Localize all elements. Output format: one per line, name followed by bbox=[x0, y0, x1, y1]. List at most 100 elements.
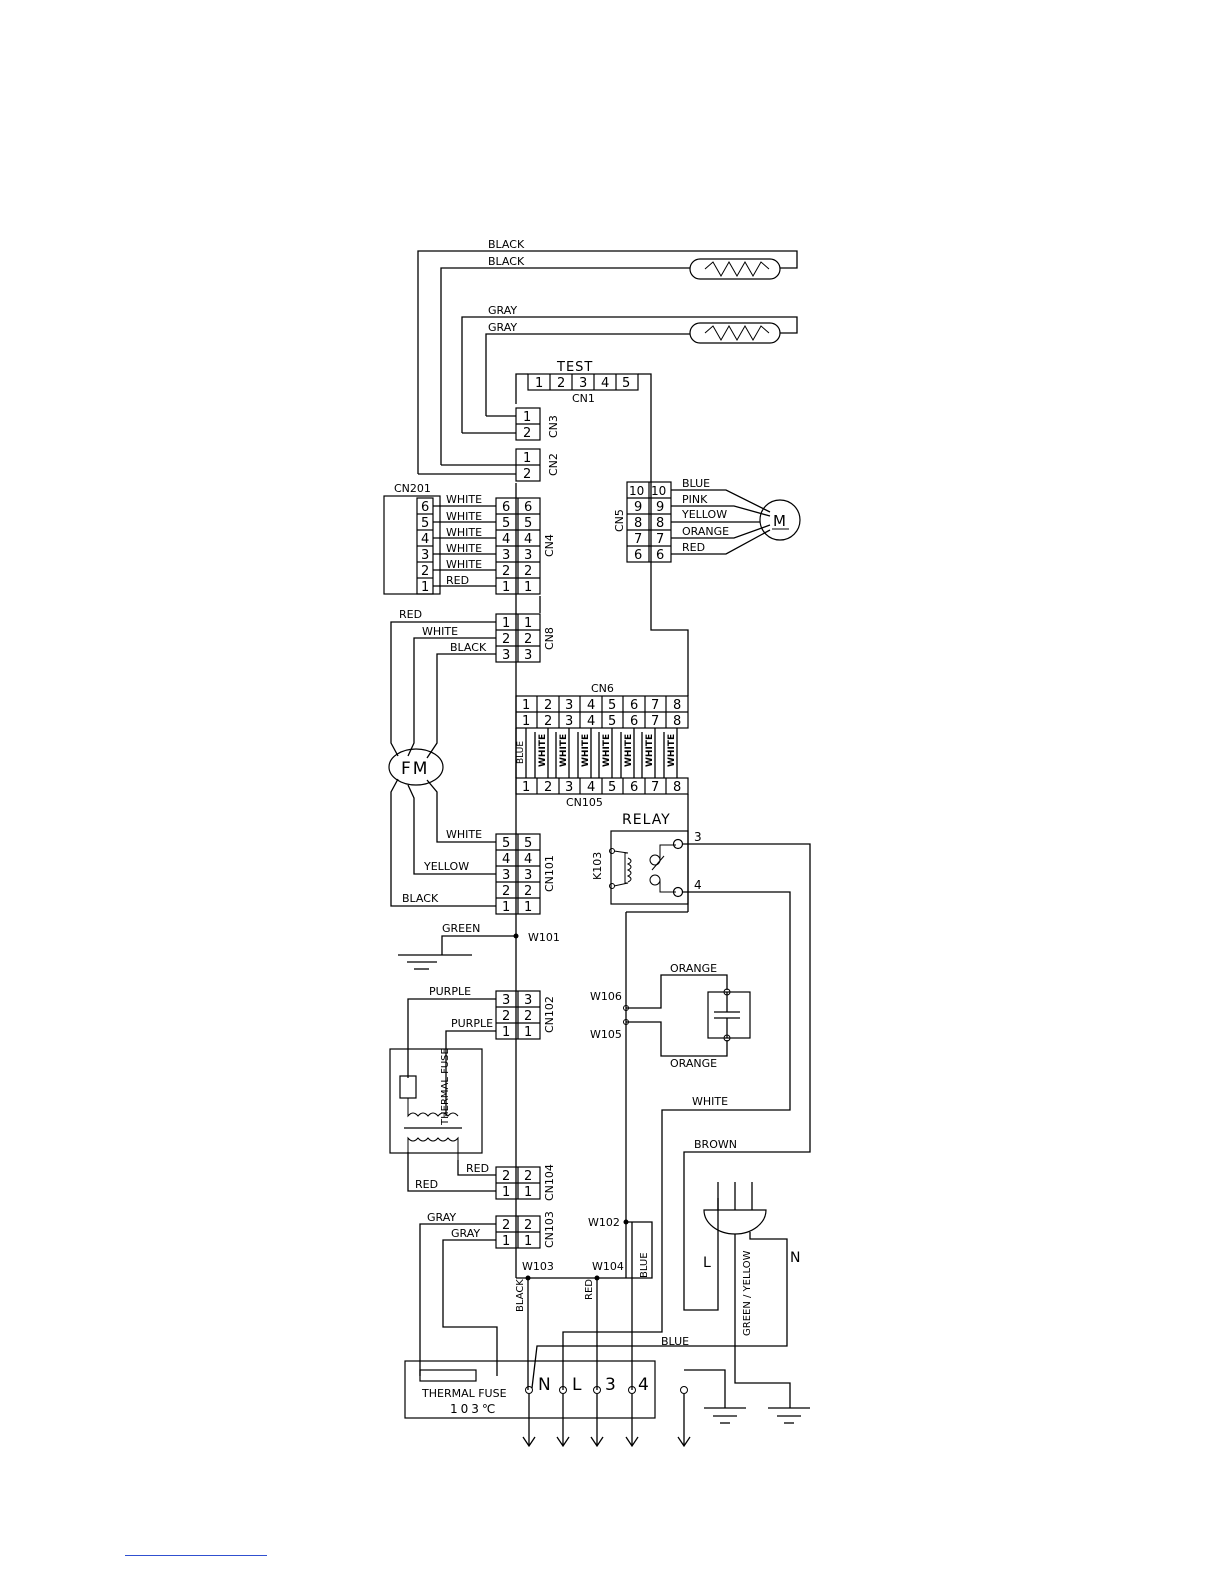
cn8-wire-3-label: BLACK bbox=[450, 641, 487, 654]
cn201-pin-4: 4 bbox=[421, 532, 429, 547]
cn6-wire-6-label: WHITE bbox=[624, 734, 634, 767]
connector-cn3: 1 2 bbox=[515, 407, 541, 441]
cn5-pin-9a: 9 bbox=[634, 500, 642, 515]
cn104-pin-2b: 2 bbox=[524, 1169, 532, 1184]
cn4-pin-5b: 5 bbox=[524, 516, 532, 531]
cn4-label: CN4 bbox=[543, 534, 556, 557]
cn102-pin-3b: 3 bbox=[524, 993, 532, 1008]
cn4-pin-3a: 3 bbox=[502, 548, 510, 563]
cn5-pin-10a: 10 bbox=[629, 484, 644, 498]
cn4-wire-5-label: WHITE bbox=[446, 510, 482, 523]
test-label: TEST bbox=[556, 360, 593, 375]
cn102-label: CN102 bbox=[543, 996, 556, 1033]
cn5-wire-9-label: PINK bbox=[682, 493, 708, 506]
cn6-wire-2-label: WHITE bbox=[538, 734, 548, 767]
ground-symbol-w101 bbox=[398, 933, 519, 970]
cn1-pin-1: 1 bbox=[535, 376, 543, 391]
cn5-pin-7b: 7 bbox=[656, 532, 664, 547]
cn104-label: CN104 bbox=[543, 1164, 556, 1201]
cn101-pin-2b: 2 bbox=[524, 884, 532, 899]
cn2-pin-2: 2 bbox=[523, 467, 531, 482]
cap-bottom-wire-label: ORANGE bbox=[670, 1057, 717, 1070]
relay-pin-4-label: 4 bbox=[694, 878, 702, 892]
cn101-label: CN101 bbox=[543, 855, 556, 892]
cn104-pin-1b: 1 bbox=[524, 1185, 532, 1200]
cn6-wire-8-label: WHITE bbox=[667, 734, 677, 767]
cn5-pin-6b: 6 bbox=[656, 548, 664, 563]
cn6-wire-4-label: WHITE bbox=[581, 734, 591, 767]
cn2-pin-1: 1 bbox=[523, 451, 531, 466]
cap-top-wire-label: ORANGE bbox=[670, 962, 717, 975]
cn4-pin-2a: 2 bbox=[502, 564, 510, 579]
connector-cn4: 6 6 5 5 4 4 3 3 2 2 1 1 bbox=[495, 497, 541, 595]
cn4-pin-4b: 4 bbox=[524, 532, 532, 547]
cn1-pin-4: 4 bbox=[601, 376, 609, 391]
thermal-fuse-label: THERMAL FUSE bbox=[421, 1387, 507, 1400]
cn6-wire-5-label: WHITE bbox=[602, 734, 612, 767]
node-w105: W105 bbox=[590, 1028, 622, 1041]
cn101-pin-4a: 4 bbox=[502, 852, 510, 867]
cn103-wire-1-label: GRAY bbox=[451, 1227, 480, 1240]
ground-wire-label: GREEN bbox=[442, 922, 480, 935]
cn104-wire-2-label: RED bbox=[466, 1162, 489, 1175]
cn8-pin-2b: 2 bbox=[524, 632, 532, 647]
cn102-wire-3-label: PURPLE bbox=[429, 985, 471, 998]
cn105-pin-6: 6 bbox=[630, 780, 638, 795]
cn4-pin-1b: 1 bbox=[524, 580, 532, 595]
relay-id-label: K103 bbox=[591, 852, 604, 880]
cn6-pin-3a: 3 bbox=[565, 698, 573, 713]
cn8-wire-2-label: WHITE bbox=[422, 625, 458, 638]
cn5-pin-9b: 9 bbox=[656, 500, 664, 515]
cn101-pin-1a: 1 bbox=[502, 900, 510, 915]
cn4-pin-3b: 3 bbox=[524, 548, 532, 563]
node-w101: W101 bbox=[528, 931, 560, 944]
cn101-pin-1b: 1 bbox=[524, 900, 532, 915]
terminal-black-wire-label: BLACK bbox=[515, 1279, 526, 1312]
cn6-pin-4a: 4 bbox=[587, 698, 595, 713]
cn1-label: CN1 bbox=[572, 392, 595, 405]
cn105-pin-2: 2 bbox=[544, 780, 552, 795]
cn8-pin-3b: 3 bbox=[524, 648, 532, 663]
node-w106: W106 bbox=[590, 990, 622, 1003]
cn6-wire-3-label: WHITE bbox=[559, 734, 569, 767]
fan-motor-label: FM bbox=[401, 759, 429, 779]
cn4-wire-1-label: RED bbox=[446, 574, 469, 587]
cn5-wire-6-label: RED bbox=[682, 541, 705, 554]
cn6-pin-1b: 1 bbox=[522, 714, 530, 729]
plug-n-label: N bbox=[790, 1250, 800, 1266]
cn101-pin-3a: 3 bbox=[502, 868, 510, 883]
cn4-pin-5a: 5 bbox=[502, 516, 510, 531]
cn3-pin-2: 2 bbox=[523, 426, 531, 441]
cn6-pin-6b: 6 bbox=[630, 714, 638, 729]
connector-cn101: 5 5 4 4 3 3 2 2 1 1 bbox=[495, 833, 541, 915]
cn101-pin-3b: 3 bbox=[524, 868, 532, 883]
cn8-pin-1b: 1 bbox=[524, 616, 532, 631]
relay-pin-3-label: 3 bbox=[694, 830, 702, 844]
cn4-pin-4a: 4 bbox=[502, 532, 510, 547]
cn5-pin-10b: 10 bbox=[651, 484, 666, 498]
cn105-pin-1: 1 bbox=[522, 780, 530, 795]
connector-cn104: 2 2 1 1 bbox=[495, 1166, 541, 1200]
cn201-pin-5: 5 bbox=[421, 516, 429, 531]
outgoing-arrows bbox=[522, 1369, 746, 1448]
wire-label-black-2: BLACK bbox=[488, 255, 525, 268]
connector-cn1: 1 2 3 4 5 bbox=[527, 373, 639, 391]
connector-cn5: 10 10 9 9 8 8 7 7 6 6 bbox=[626, 481, 672, 563]
cn101-wire-3-label: YELLOW bbox=[423, 860, 469, 873]
cn201-pin-2: 2 bbox=[421, 564, 429, 579]
cn1-pin-2: 2 bbox=[557, 376, 565, 391]
cn101-pin-4b: 4 bbox=[524, 852, 532, 867]
cn1-pin-5: 5 bbox=[622, 376, 630, 391]
cn6-pin-5b: 5 bbox=[608, 714, 616, 729]
relay-label: RELAY bbox=[622, 812, 671, 828]
cn101-pin-5b: 5 bbox=[524, 836, 532, 851]
cn4-wire-3-label: WHITE bbox=[446, 542, 482, 555]
cn6-pin-7b: 7 bbox=[651, 714, 659, 729]
thermistor-1 bbox=[417, 250, 798, 474]
cn102-pin-2a: 2 bbox=[502, 1009, 510, 1024]
node-w102: W102 bbox=[588, 1216, 620, 1229]
swing-motor-label: M bbox=[773, 512, 786, 530]
terminal-block: N L 3 4 bbox=[404, 1360, 656, 1419]
cn6-pin-5a: 5 bbox=[608, 698, 616, 713]
